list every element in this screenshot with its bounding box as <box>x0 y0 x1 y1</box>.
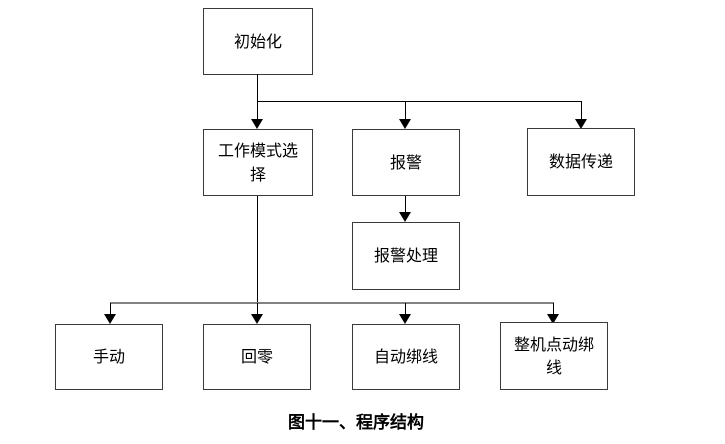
node-return-zero: 回零 <box>203 324 311 390</box>
node-alarm: 报警 <box>352 129 460 196</box>
arrowhead-auto-binding-icon <box>399 314 411 324</box>
arrowhead-alarm-handling-icon <box>399 212 411 222</box>
connector-top-bus <box>257 101 582 102</box>
node-manual-label: 手动 <box>92 347 125 367</box>
connector-drop-return-zero <box>257 303 258 315</box>
arrowhead-data-transfer-icon <box>575 119 587 129</box>
node-alarm-handling: 报警处理 <box>352 222 460 290</box>
node-auto-binding-label: 自动绑线 <box>373 347 438 367</box>
connector-drop-work-mode <box>257 101 258 120</box>
connector-drop-alarm <box>405 101 406 120</box>
arrowhead-work-mode-icon <box>251 119 263 129</box>
node-alarm-handling-label: 报警处理 <box>373 246 438 266</box>
arrowhead-return-zero-icon <box>251 314 263 324</box>
connector-drop-auto-binding <box>405 303 406 315</box>
connector-drop-data-transfer <box>581 101 582 120</box>
node-init-label: 初始化 <box>233 31 282 51</box>
node-init: 初始化 <box>203 8 313 75</box>
node-work-mode: 工作模式选择 <box>203 129 313 196</box>
arrowhead-jog-binding-icon <box>547 314 559 324</box>
node-data-transfer-label: 数据传递 <box>548 152 613 172</box>
node-manual: 手动 <box>55 324 163 390</box>
node-return-zero-label: 回零 <box>240 347 273 367</box>
arrowhead-alarm-icon <box>399 119 411 129</box>
node-work-mode-label: 工作模式选择 <box>217 141 298 184</box>
connector-bottom-bus <box>110 302 554 304</box>
node-machine-jog-binding: 整机点动绑线 <box>500 322 608 390</box>
node-alarm-label: 报警 <box>389 152 422 172</box>
node-auto-binding: 自动绑线 <box>352 324 460 390</box>
node-data-transfer: 数据传递 <box>527 128 635 196</box>
connector-alarm-handling <box>405 196 406 213</box>
arrowhead-manual-icon <box>104 314 116 324</box>
connector-drop-jog-binding <box>553 303 554 315</box>
connector-init-stem <box>257 74 258 102</box>
connector-drop-manual <box>110 303 111 315</box>
connector-work-mode-stem <box>257 196 258 304</box>
figure-caption: 图十一、程序结构 <box>288 413 424 433</box>
node-machine-jog-binding-label: 整机点动绑线 <box>513 334 594 377</box>
